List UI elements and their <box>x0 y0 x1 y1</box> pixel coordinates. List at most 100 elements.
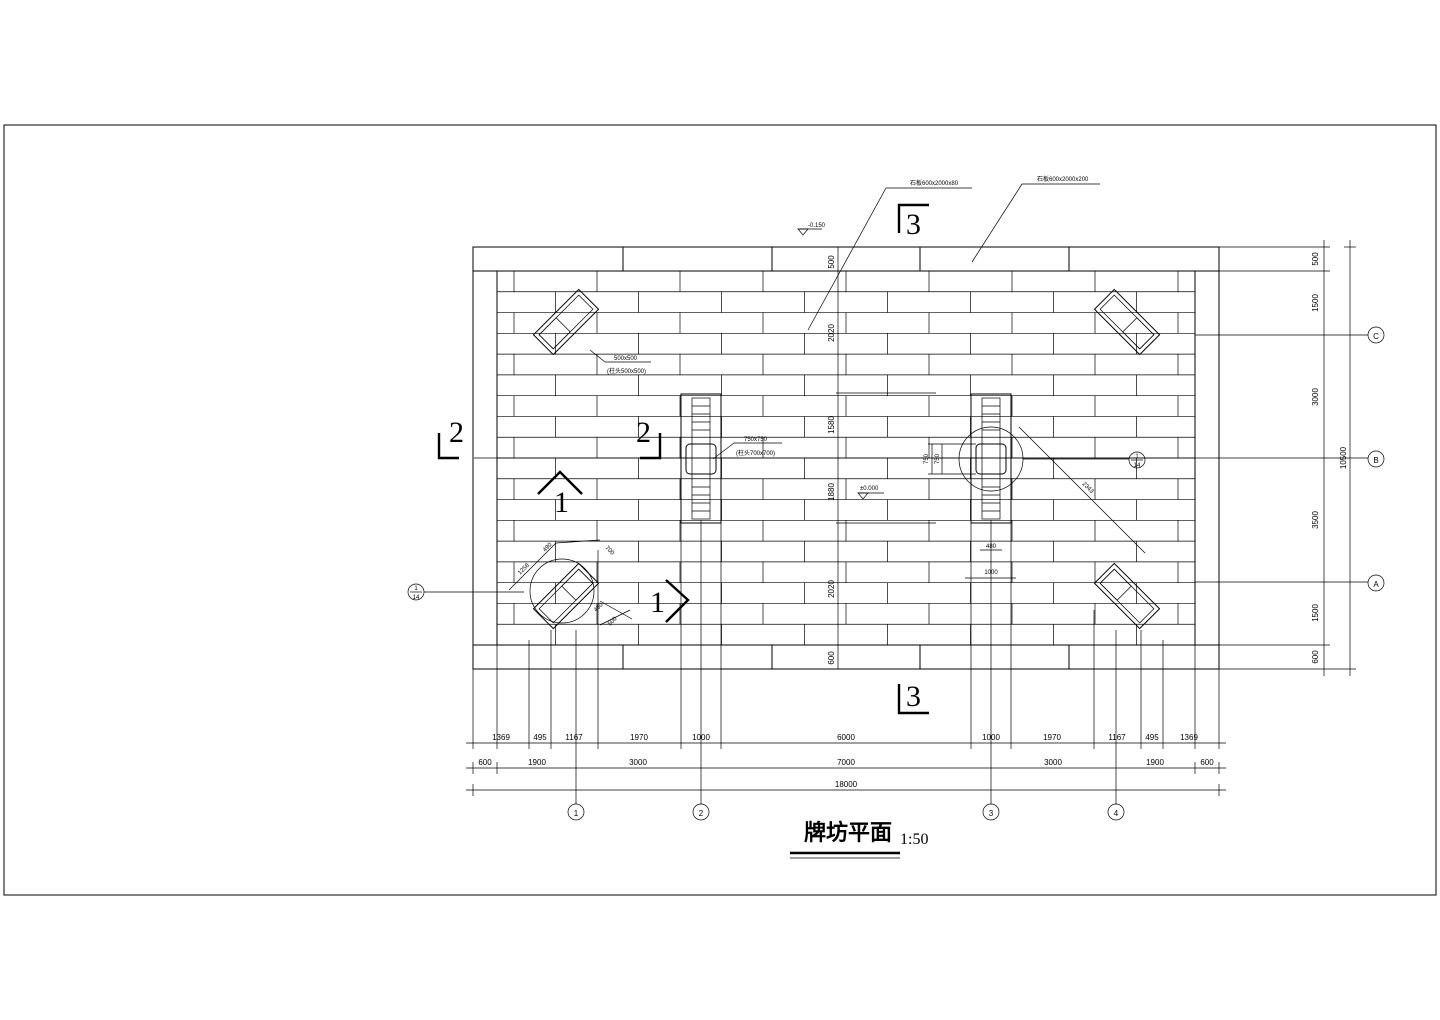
section-cut-3-bottom: 3 <box>897 680 929 715</box>
axis-label-B: B <box>1373 456 1378 465</box>
axis-bubble-B: B <box>1367 450 1385 468</box>
drawing-title: 牌坊平面 <box>804 820 892 846</box>
dim-b-total: 18000 <box>835 780 858 789</box>
diagonal-dims-left: 1258 490 700 490 500 <box>508 539 633 628</box>
dim-2343: 2343 <box>1081 481 1095 495</box>
dim-r-0: 500 <box>1311 252 1320 266</box>
grid-axes <box>474 334 1368 804</box>
section-cut-3-top: 3 <box>897 203 929 241</box>
elevation-center-label: ±0.000 <box>860 486 879 492</box>
dim-b1-8: 1167 <box>1108 733 1126 742</box>
dim-b2-1: 1900 <box>528 758 546 767</box>
pillar-corner-label: 500x500 <box>614 356 638 362</box>
dim-b1-4: 1000 <box>692 733 710 742</box>
dim-b1-9: 495 <box>1145 733 1159 742</box>
axis-bubble-2: 2 <box>692 803 710 821</box>
detail-circle-left <box>529 558 595 624</box>
section-cut-1-top: 1 <box>537 470 583 519</box>
paving-border-label: 石板600x2000x80 <box>910 179 959 187</box>
dim-center-3: 1580 <box>827 416 836 434</box>
dim-b2-0: 600 <box>478 758 492 767</box>
section-cut-1-right: 1 <box>650 579 690 623</box>
dim-b1-0: 1369 <box>492 733 510 742</box>
dim-center-1: 500 <box>827 255 836 269</box>
dim-r-4: 1500 <box>1311 604 1320 622</box>
axis-bubble-4: 4 <box>1107 803 1125 821</box>
dim-b1-2: 1167 <box>565 733 583 742</box>
section-1-label-top: 1 <box>554 486 569 519</box>
axis-label-C: C <box>1373 332 1379 341</box>
annotation-paving-border: 石板600x2000x80 <box>807 179 972 331</box>
axis-label-4: 4 <box>1114 809 1119 818</box>
paving-plan <box>472 246 1220 670</box>
center-band: 500 2020 1580 1880 2020 600 <box>827 247 936 669</box>
annotation-paving-main: 石板600x2000x200 <box>971 175 1100 263</box>
axis-label-A: A <box>1373 580 1379 589</box>
dim-b1-3: 1970 <box>630 733 648 742</box>
section-1-label-right: 1 <box>650 586 665 619</box>
dim-center-4: 1880 <box>827 483 836 501</box>
axis-bubble-1: 1 <box>567 803 585 821</box>
detail-circle-right <box>958 426 1024 492</box>
dim-490: 490 <box>542 542 554 554</box>
dim-d490-b: 490 <box>593 602 605 614</box>
dim-chain-right: 500 1500 3000 3500 1500 600 10500 <box>1195 240 1356 676</box>
section-2-label-left: 2 <box>449 416 464 449</box>
axis-bubble-C: C <box>1367 326 1385 344</box>
dim-center-5: 2020 <box>827 580 836 598</box>
detail-callout-left-sheet: 14 <box>413 595 420 601</box>
dim-r-5: 600 <box>1311 650 1320 664</box>
dim-b1-7: 1970 <box>1043 733 1061 742</box>
axis-label-2: 2 <box>699 809 704 818</box>
detail-callout-right-num: 1 <box>1135 454 1139 460</box>
sheet-border <box>3 124 1437 896</box>
elevation-center: ±0.000 <box>857 486 884 500</box>
dim-b1-10: 1369 <box>1180 733 1198 742</box>
dim-b1-6: 1000 <box>982 733 1000 742</box>
dim-b2-4: 3000 <box>1044 758 1062 767</box>
diagonal-dim-right: 2343 <box>1018 426 1146 554</box>
axis-bubble-3: 3 <box>982 803 1000 821</box>
dim-b2-2: 3000 <box>629 758 647 767</box>
dim-b2-3: 7000 <box>837 758 855 767</box>
annotation-pillar-center: 750x750 (柱头700x700) <box>712 437 782 460</box>
annotation-pillar-corner: 500x500 (柱头500x500) <box>589 349 651 375</box>
main-pillar-left <box>680 393 722 524</box>
dim-b1-1: 495 <box>533 733 547 742</box>
dim-500: 500 <box>607 616 619 628</box>
dim-center-6: 600 <box>827 651 836 665</box>
dim-chain-bottom-1: 1369 495 1167 1970 1000 6000 1000 1970 1… <box>466 523 1226 749</box>
dim-r-1: 1500 <box>1311 294 1320 312</box>
corner-pillar-top-right <box>1093 288 1161 356</box>
dim-750: 750 <box>924 453 930 464</box>
dim-r-3: 3500 <box>1311 511 1320 529</box>
main-pillar-right <box>958 393 1024 524</box>
dim-b1-5: 6000 <box>837 733 855 742</box>
corner-pillar-top-left <box>532 288 600 356</box>
axis-label-3: 3 <box>989 809 994 818</box>
corner-pillar-bottom-right <box>1093 562 1161 630</box>
detail-callout-right: 1 14 <box>1023 451 1146 469</box>
dim-chain-bottom-2: 600 1900 3000 7000 3000 1900 600 <box>466 758 1226 774</box>
axis-bubble-A: A <box>1367 574 1385 592</box>
detail-callout-right-sheet: 14 <box>1134 463 1141 469</box>
dim-center-2: 2020 <box>827 324 836 342</box>
dim-chain-bottom-total: 18000 <box>466 780 1226 796</box>
pillar-center-label: 750x750 <box>744 437 768 443</box>
section-cut-2-left: 2 <box>437 416 464 460</box>
pillar-corner-sub: (柱头500x500) <box>607 367 646 375</box>
drawing-scale: 1:50 <box>900 831 928 848</box>
dim-b2-6: 600 <box>1200 758 1214 767</box>
dim-r-total: 10500 <box>1339 446 1348 469</box>
pillar-right-dims: 750 750 480 1000 <box>924 443 1016 579</box>
axis-label-1: 1 <box>574 809 579 818</box>
elevation-top: -0.150 <box>797 223 826 236</box>
paving-main-label: 石板600x2000x200 <box>1037 175 1089 183</box>
elevation-top-label: -0.150 <box>808 223 826 229</box>
section-2-label-right: 2 <box>636 416 651 449</box>
pillar-center-sub: (柱头700x700) <box>736 449 775 457</box>
detail-callout-left: 1 14 <box>407 583 524 601</box>
dim-700: 700 <box>604 545 616 557</box>
dim-r-2: 3000 <box>1311 388 1320 406</box>
